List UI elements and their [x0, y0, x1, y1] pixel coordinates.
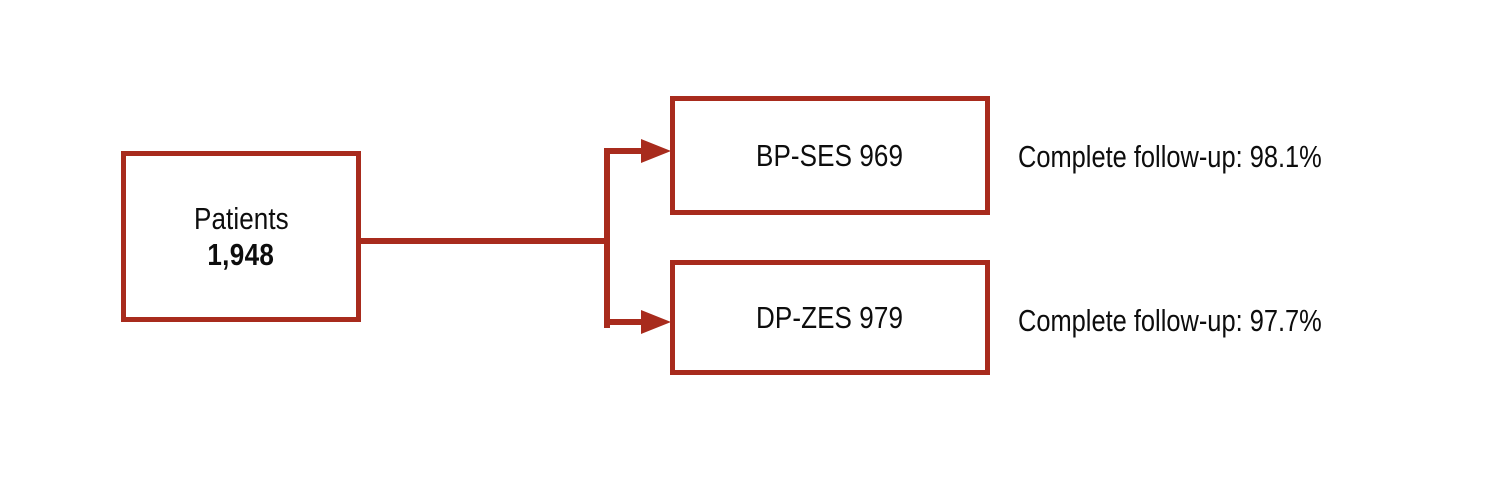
connector-stem [361, 238, 610, 244]
annotation-dp-zes-followup: Complete follow-up: 97.7% [1018, 303, 1322, 338]
connector-bottom-arm [604, 319, 644, 325]
connector-split [604, 148, 610, 328]
annotation-bp-ses-followup: Complete follow-up: 98.1% [1018, 139, 1322, 174]
node-bp-ses-label: BP-SES 969 [756, 137, 904, 173]
node-patients-count: 1,948 [207, 236, 275, 272]
node-dp-zes-label: DP-ZES 979 [756, 299, 904, 335]
node-dp-zes: DP-ZES 979 [670, 260, 990, 375]
node-patients: Patients 1,948 [121, 151, 361, 322]
node-patients-label: Patients [193, 200, 289, 236]
arrowhead-top-icon [641, 139, 671, 163]
connector-top-arm [604, 148, 644, 154]
node-bp-ses: BP-SES 969 [670, 96, 990, 215]
arrowhead-bottom-icon [641, 310, 671, 334]
